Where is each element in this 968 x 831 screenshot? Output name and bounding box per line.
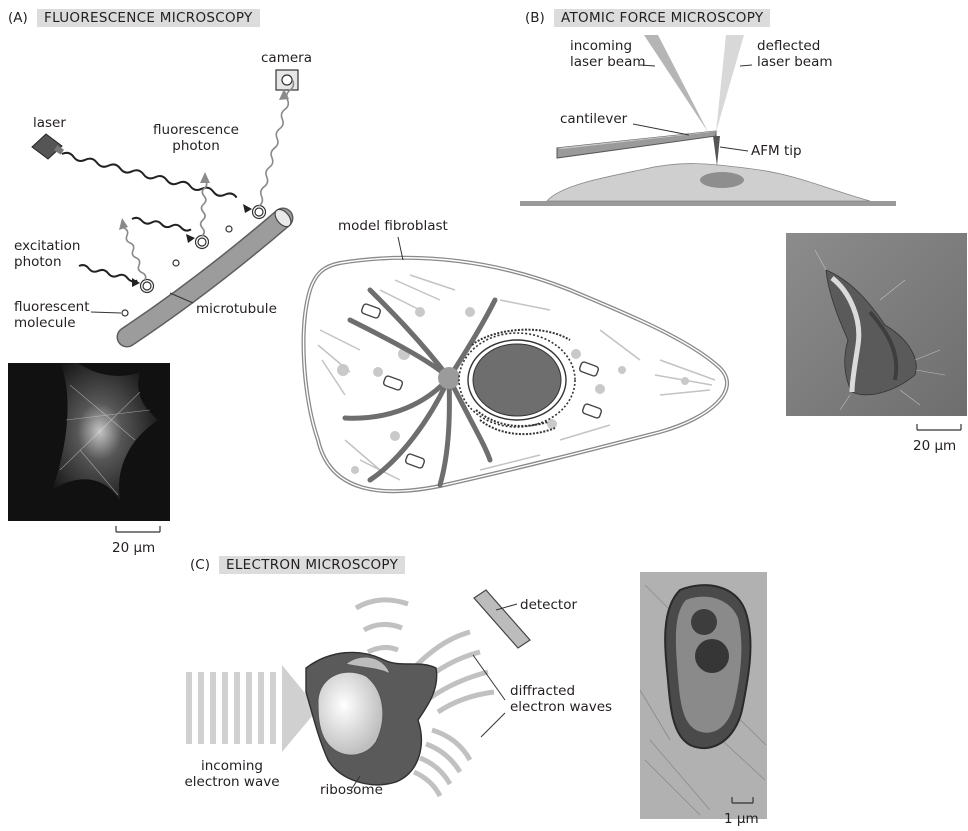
fluorescence-scale-label: 20 µm — [112, 540, 155, 556]
panel-c-letter: (C) — [190, 556, 210, 574]
ribosome-label: ribosome — [320, 782, 383, 798]
panel-a-letter: (A) — [8, 9, 28, 27]
deflected-laser-beam-label: deflected laser beam — [757, 38, 833, 70]
panel-a-title: FLUORESCENCE MICROSCOPY — [37, 9, 260, 27]
microtubule-label: microtubule — [196, 301, 277, 317]
incoming-laser-beam-label: incoming laser beam — [570, 38, 646, 70]
diffracted-electron-waves-label: diffracted electron waves — [510, 683, 612, 715]
afm-tip-label: AFM tip — [751, 143, 802, 159]
em-scale-label: 1 µm — [724, 811, 759, 827]
camera-label: camera — [261, 50, 312, 66]
incoming-electron-wave-label: incoming electron wave — [180, 758, 284, 790]
afm-scale-label: 20 µm — [913, 438, 956, 454]
fluorescent-molecule-label: fluorescent molecule — [14, 299, 90, 331]
excitation-photon-label: excitation photon — [14, 238, 80, 270]
panel-b-letter: (B) — [525, 9, 545, 27]
cantilever-label: cantilever — [560, 111, 627, 127]
fluorescence-photon-label: fluorescence photon — [146, 122, 246, 154]
laser-label: laser — [33, 115, 66, 131]
panel-c-title: ELECTRON MICROSCOPY — [219, 556, 405, 574]
model-fibroblast-label: model fibroblast — [338, 218, 448, 234]
panel-b-title: ATOMIC FORCE MICROSCOPY — [554, 9, 770, 27]
detector-label: detector — [520, 597, 577, 613]
